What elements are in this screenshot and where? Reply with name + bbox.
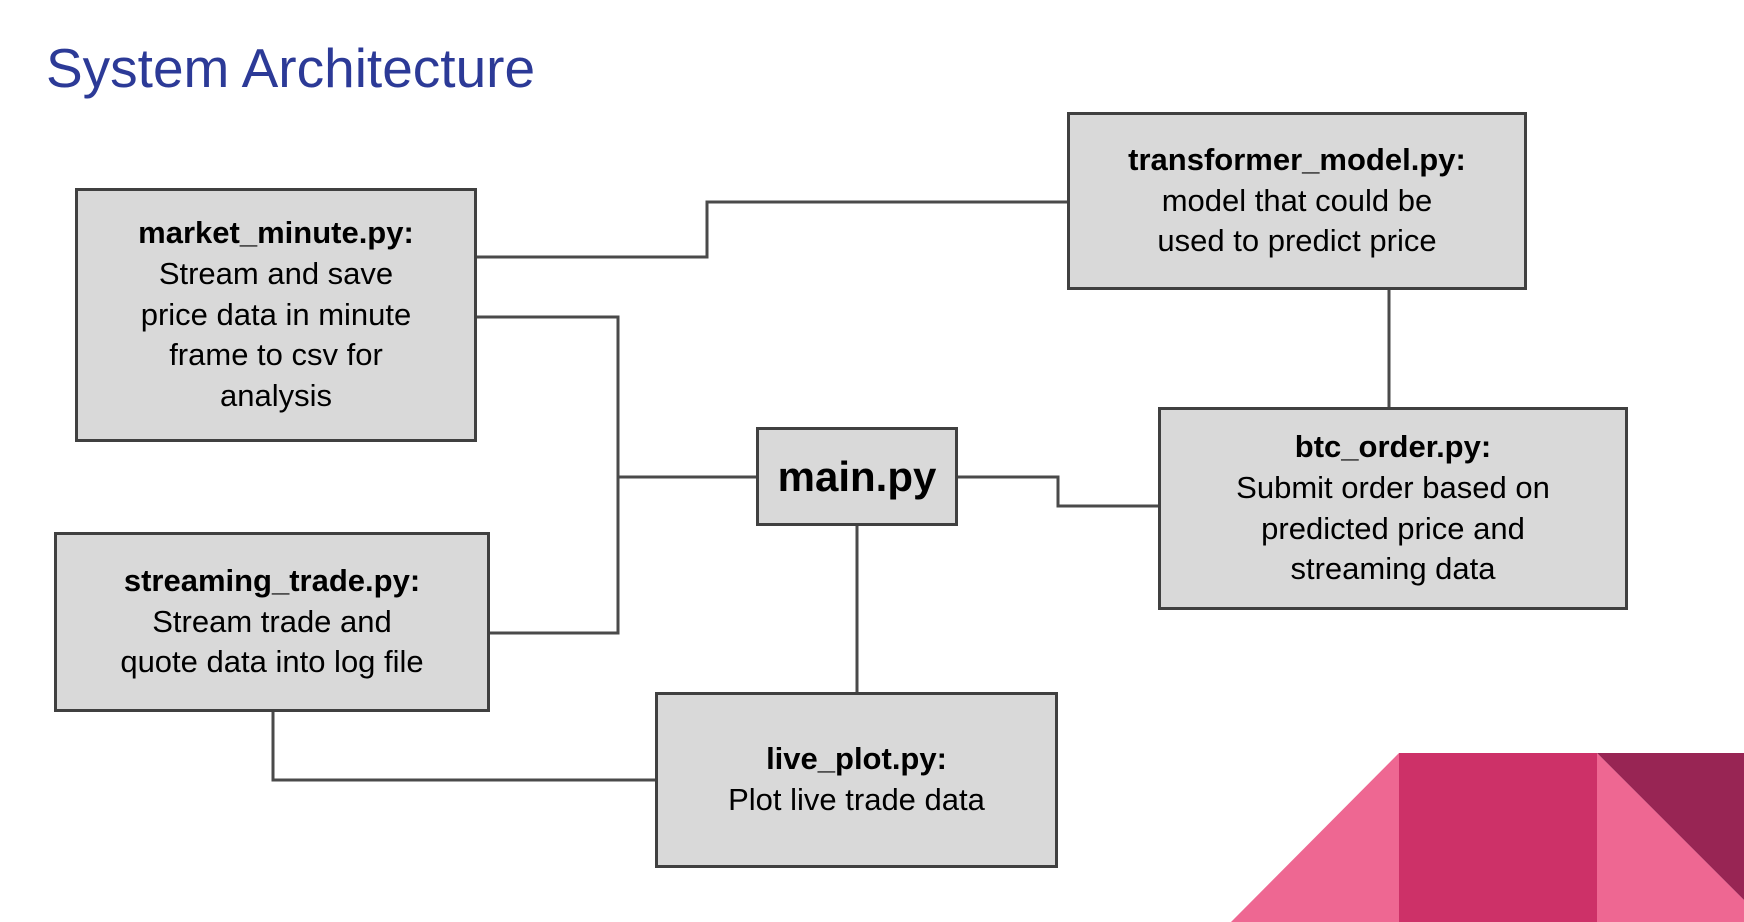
node-streaming-trade-description: Stream trade and quote data into log fil… — [120, 603, 424, 680]
node-live-plot-title: live_plot.py: — [766, 741, 947, 777]
decor-rect-middle — [1399, 753, 1597, 922]
node-live-plot-description: Plot live trade data — [728, 782, 985, 817]
edge-main-to-btc — [958, 475, 1158, 508]
node-main-title: main.py — [777, 452, 937, 500]
node-market-minute-title: market_minute.py: — [138, 214, 414, 250]
decor-triangle-right-dark — [1597, 753, 1744, 900]
decor-poly-right-light — [1597, 753, 1744, 922]
node-market-minute-description: Stream and save price data in minute fra… — [140, 255, 412, 414]
node-market-minute: market_minute.py: Stream and save price … — [75, 188, 477, 442]
node-btc-order-title: btc_order.py: — [1294, 428, 1492, 464]
node-btc-order-description: Submit order based on predicted price an… — [1236, 469, 1550, 587]
edge-market-to-transformer — [477, 200, 1067, 259]
decor-triangle-left — [1231, 753, 1399, 922]
edge-streaming-to-liveplot — [271, 712, 655, 782]
node-transformer-model-title: transformer_model.py: — [1128, 141, 1466, 177]
node-live-plot: live_plot.py: Plot live trade data — [655, 692, 1058, 868]
page-title: System Architecture — [46, 37, 536, 99]
node-btc-order: btc_order.py: Submit order based on pred… — [1158, 407, 1628, 610]
node-streaming-trade-title: streaming_trade.py: — [123, 562, 421, 598]
node-transformer-model-description: model that could be used to predict pric… — [1157, 182, 1437, 259]
node-main: main.py — [756, 427, 958, 526]
node-streaming-trade: streaming_trade.py: Stream trade and quo… — [54, 532, 490, 712]
node-transformer-model: transformer_model.py: model that could b… — [1067, 112, 1527, 290]
edge-market-to-spine — [477, 315, 620, 635]
